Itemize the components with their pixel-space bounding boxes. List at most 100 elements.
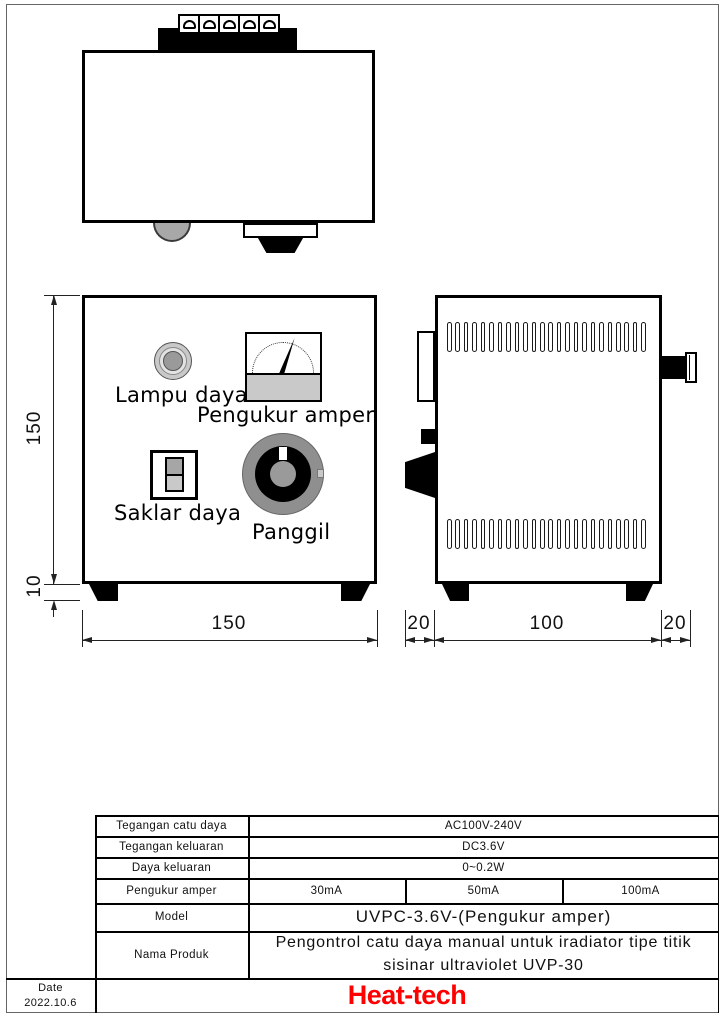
top-view-knob-plate bbox=[243, 223, 318, 238]
dim-arrow-left bbox=[82, 637, 92, 643]
dim-line-width bbox=[82, 640, 377, 641]
brand-logo: Heat-tech bbox=[347, 980, 467, 1010]
dim-terminal-depth-value: 20 bbox=[663, 613, 687, 634]
power-lamp-label: Lampu daya bbox=[115, 383, 248, 407]
terminal-cell bbox=[240, 16, 260, 32]
vent-slot bbox=[489, 322, 494, 352]
spec-row-label: Tegangan keluaran bbox=[119, 840, 224, 853]
spec-amp-option: 30mA bbox=[310, 884, 343, 897]
dim-ext-tick bbox=[44, 600, 80, 601]
vent-slot bbox=[632, 322, 638, 352]
dim-arrow-up bbox=[50, 600, 57, 610]
dim-body-depth-value: 100 bbox=[529, 613, 565, 634]
spec-row-label: Nama Produk bbox=[134, 948, 209, 961]
vent-slot bbox=[523, 322, 528, 352]
dim-arrow-right bbox=[680, 637, 690, 643]
vent-slot bbox=[573, 519, 579, 549]
vent-slot bbox=[556, 322, 562, 352]
page-border bbox=[6, 4, 719, 1013]
vent-slot bbox=[514, 519, 520, 549]
terminal-screw-icon bbox=[182, 20, 196, 29]
table-line bbox=[405, 878, 407, 904]
terminal-cell bbox=[220, 16, 240, 32]
spec-model-value: UVPC-3.6V-(Pengukur amper) bbox=[355, 907, 612, 926]
table-line bbox=[248, 815, 250, 979]
front-view-body bbox=[82, 295, 377, 584]
dim-tail bbox=[53, 609, 54, 617]
table-line bbox=[95, 903, 719, 905]
top-view-terminal-strip bbox=[178, 14, 280, 34]
dim-arrow-right bbox=[651, 637, 661, 643]
table-line bbox=[717, 815, 719, 1013]
vent-slot bbox=[463, 519, 469, 549]
vent-slot bbox=[497, 519, 503, 549]
spec-amp-option: 100mA bbox=[621, 884, 660, 897]
dim-width-value: 150 bbox=[211, 613, 247, 634]
terminal-screw-icon bbox=[222, 20, 236, 29]
power-switch-rocker-bottom bbox=[165, 474, 184, 492]
vent-slot bbox=[480, 322, 486, 352]
terminal-screw-icon bbox=[242, 20, 256, 29]
vent-slot bbox=[565, 322, 570, 352]
front-foot-right bbox=[341, 584, 370, 601]
dim-arrow-right bbox=[367, 637, 377, 643]
vent-slot bbox=[455, 519, 461, 549]
vent-slot bbox=[599, 519, 604, 549]
dial-knob-center bbox=[270, 461, 296, 487]
table-line bbox=[6, 978, 719, 980]
terminal-screw-icon bbox=[262, 20, 276, 29]
power-lamp-lens bbox=[163, 351, 183, 371]
dim-ext-tick bbox=[44, 295, 80, 296]
side-view-terminal-profile bbox=[662, 356, 685, 379]
vent-slot bbox=[463, 322, 469, 352]
table-line bbox=[95, 815, 97, 1013]
vent-slot bbox=[489, 519, 494, 549]
footer-date-cell: Date 2022.10.6 bbox=[6, 978, 95, 1013]
terminal-screw-icon bbox=[202, 20, 216, 29]
vent-slot bbox=[632, 519, 638, 549]
date-value: 2022.10.6 bbox=[24, 996, 77, 1009]
terminal-cell bbox=[260, 16, 278, 32]
vent-slot bbox=[531, 519, 537, 549]
dim-arrow-left bbox=[434, 637, 444, 643]
vent-slot bbox=[624, 519, 630, 549]
vent-row-bottom bbox=[447, 519, 650, 549]
spec-row-value: DC3.6V bbox=[462, 840, 505, 853]
dim-foot-height-value: 10 bbox=[24, 574, 45, 598]
spec-row-label: Daya keluaran bbox=[131, 861, 212, 874]
table-line bbox=[95, 878, 719, 880]
vent-slot bbox=[506, 322, 511, 352]
vent-slot bbox=[607, 322, 613, 352]
table-line bbox=[95, 857, 719, 859]
dim-arrow-up bbox=[50, 295, 57, 305]
top-view-knob bbox=[257, 238, 304, 253]
dim-arrow-right bbox=[424, 637, 434, 643]
vent-slot bbox=[624, 322, 630, 352]
spec-product-name: Pengontrol catu daya manual untuk iradia… bbox=[248, 931, 719, 978]
dim-knob-depth-value: 20 bbox=[407, 613, 431, 634]
dim-ext-line bbox=[82, 610, 83, 647]
vent-slot bbox=[523, 519, 528, 549]
spec-row-value: 0~0.2W bbox=[462, 861, 505, 874]
vent-slot bbox=[641, 519, 646, 549]
dim-ext-line bbox=[405, 610, 406, 647]
vent-slot bbox=[590, 519, 596, 549]
spec-amp-option: 50mA bbox=[467, 884, 500, 897]
vent-row-top bbox=[447, 322, 650, 352]
dial-side-tick bbox=[317, 469, 324, 478]
vent-slot bbox=[447, 519, 452, 549]
side-foot-right bbox=[626, 584, 653, 601]
dim-ext-line bbox=[661, 610, 662, 647]
side-view-terminal-cap bbox=[685, 352, 697, 383]
spec-row-label: Model bbox=[154, 911, 189, 923]
dim-height-value: 150 bbox=[24, 410, 45, 446]
dim-arrow-left bbox=[661, 637, 671, 643]
spec-row-label: Pengukur amper bbox=[126, 884, 217, 897]
vent-slot bbox=[514, 322, 520, 352]
spec-product-name-line1: Pengontrol catu daya manual untuk iradia… bbox=[275, 934, 692, 952]
spec-product-name-line2: sisinar ultraviolet UVP-30 bbox=[383, 956, 584, 974]
front-foot-left bbox=[89, 584, 118, 601]
table-line bbox=[95, 931, 719, 933]
vent-slot bbox=[472, 322, 477, 352]
